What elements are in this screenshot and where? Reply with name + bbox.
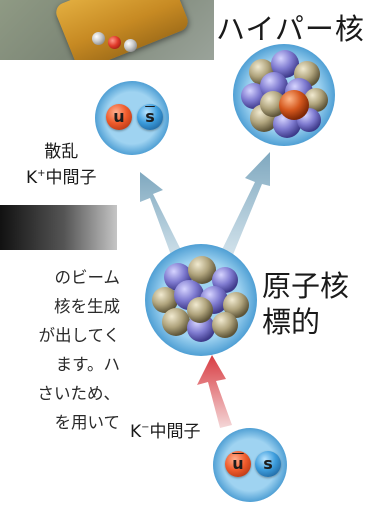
hypernucleus-label: ハイパー核 [216,12,365,46]
kaon-meson-word: 中間子 [45,168,97,188]
connector-2 [108,36,121,49]
hypernucleus-sphere [233,44,335,146]
body-line-5: さいため、 [37,384,121,403]
kminus-charge: − [141,422,150,433]
body-line-2: 核を生成 [54,297,120,316]
scattered-kaon-label-line1: 散乱 [44,142,79,162]
scattered-kaon-label: 散乱 K+中間子 [26,141,97,189]
hyperon-particle [279,90,309,120]
quark-antiup-incoming: u [225,451,251,477]
apparatus-photo [0,0,214,60]
target-label-line1: 原子核 [262,269,350,303]
kminus-meson-word: 中間子 [149,422,201,442]
body-text: のビーム 核を生成 が出してく ます。ハ さいため、 を用いて [0,263,121,437]
body-line-3: が出してく [38,326,120,345]
arrow-to-scattered-kaon [140,172,187,266]
scattered-kaon-sphere [95,81,169,155]
arrow-incoming-kaon [197,355,232,428]
body-line-1: のビーム [54,268,120,287]
kaon-charge: + [37,168,46,179]
kaon-symbol: K [26,168,38,188]
target-label: 原子核 標的 [262,268,349,340]
arrow-to-hypernucleus [218,152,270,262]
body-line-4: ます。ハ [55,355,120,374]
connector-1 [92,32,105,45]
target-label-line2: 標的 [262,305,321,339]
quark-strange-incoming: s [255,451,281,477]
body-line-6: を用いて [54,413,120,432]
kminus-symbol: K [130,422,142,442]
section-heading-bar [0,205,117,250]
connector-3 [124,39,137,52]
incoming-kaon-label: K−中間子 [130,417,201,442]
target-nucleus-sphere [145,244,257,356]
quark-up-scattered: u [106,104,132,130]
scattered-kaon-label-line2: K+中間子 [26,163,97,189]
quark-antistrange-scattered: s [137,104,163,130]
